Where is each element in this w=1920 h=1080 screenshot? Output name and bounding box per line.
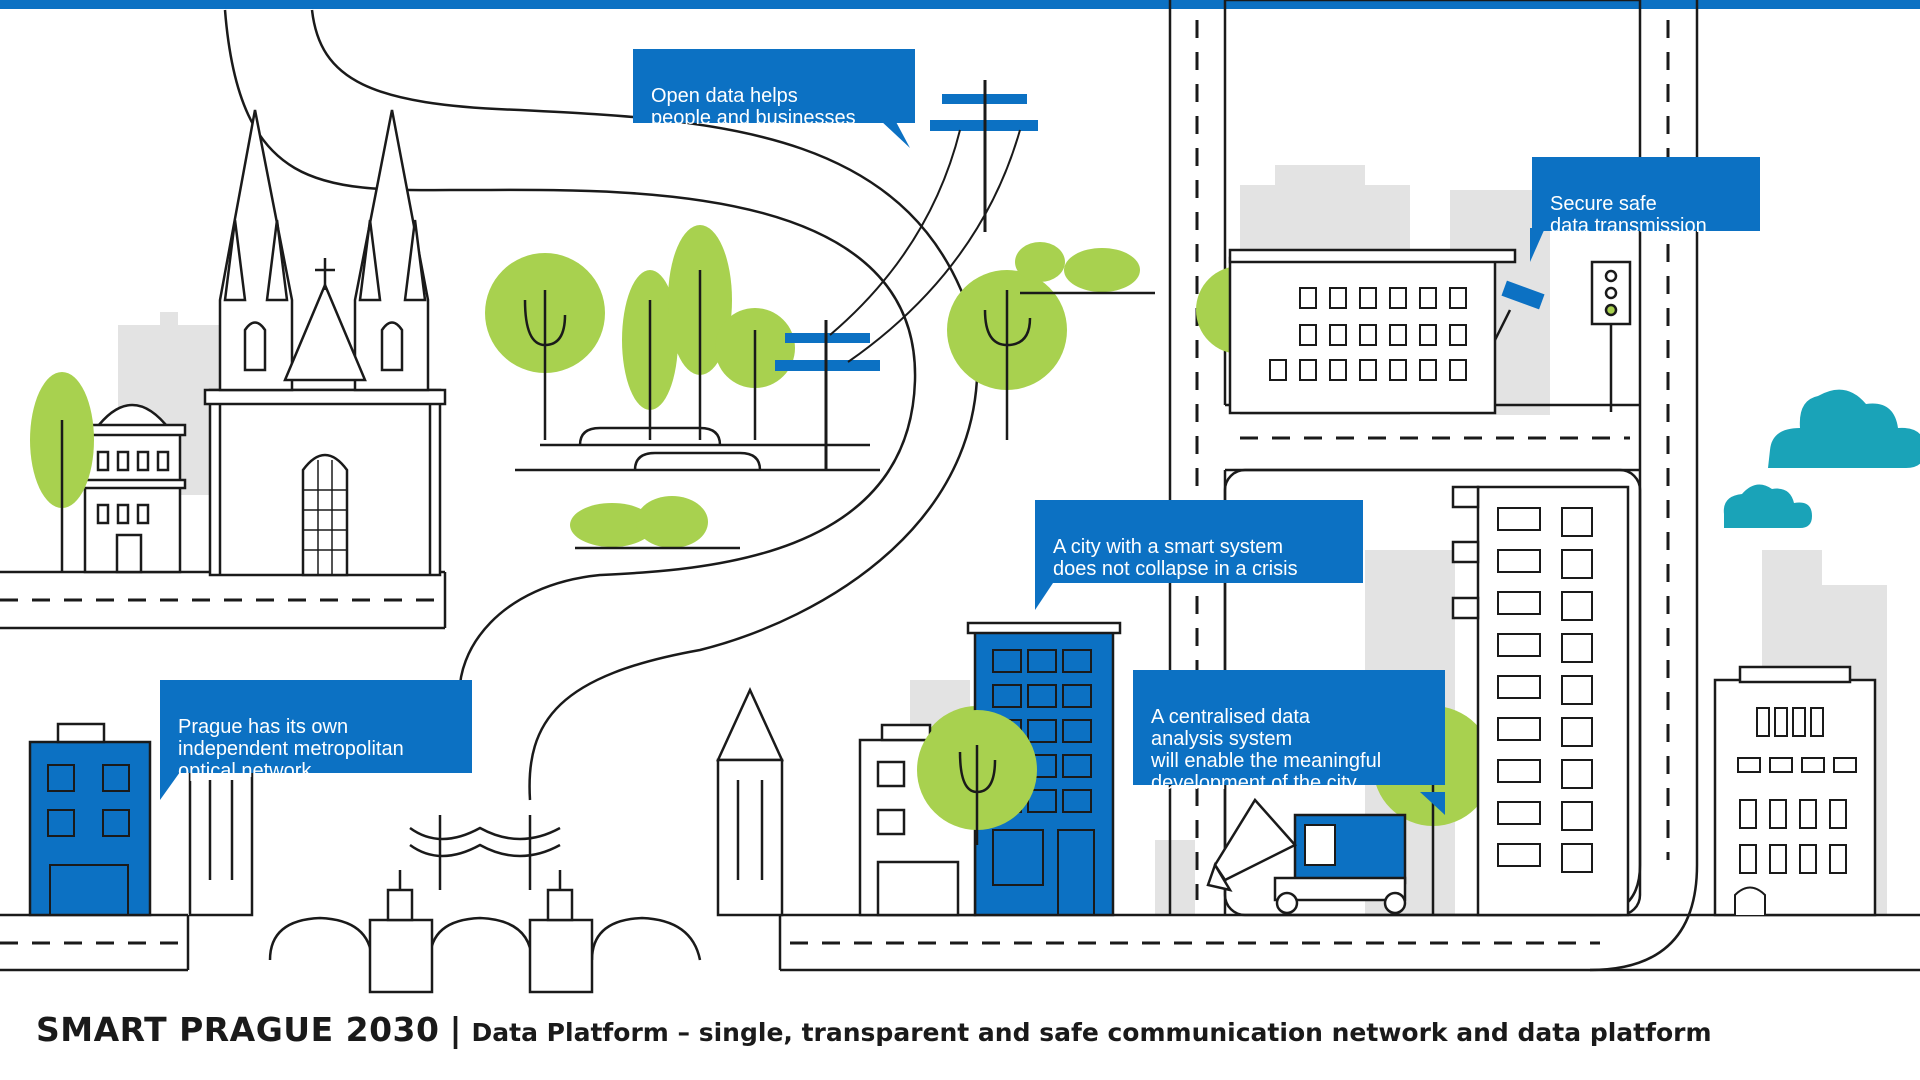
callout-optical-network: Prague has its own independent metropoli…	[160, 680, 472, 782]
power-pole-icon	[775, 80, 1038, 470]
callout-secure-transmission: Secure safe data transmission	[1532, 157, 1760, 237]
callout-text: A city with a smart system does not coll…	[1053, 536, 1298, 580]
cathedral	[203, 109, 447, 577]
footer-separator: |	[449, 1010, 462, 1049]
callout-centralised-analysis: A centralised data analysis system will …	[1133, 670, 1445, 794]
historic-building	[1713, 665, 1877, 917]
blue-building	[28, 722, 152, 917]
apartment-block	[1451, 485, 1630, 917]
bridge-icon	[268, 815, 702, 994]
column-building	[188, 763, 254, 917]
footer-subtitle: Data Platform – single, transparent and …	[471, 1018, 1712, 1047]
callout-text: Open data helps people and businesses	[651, 85, 856, 129]
clouds-icon	[1723, 389, 1920, 528]
callout-text: Secure safe data transmission	[1550, 193, 1707, 237]
callout-pointers	[160, 120, 1545, 815]
footer: SMART PRAGUE 2030| Data Platform – single…	[36, 1010, 1712, 1054]
office-building	[1228, 248, 1517, 415]
callout-text: Prague has its own independent metropoli…	[178, 716, 404, 782]
callout-text: A centralised data analysis system will …	[1151, 706, 1382, 794]
excavator-icon	[1206, 797, 1407, 915]
top-bar	[0, 0, 1920, 9]
callout-open-data: Open data helps people and businesses	[633, 49, 915, 129]
footer-title: SMART PRAGUE 2030	[36, 1010, 440, 1049]
gothic-tower	[716, 686, 784, 917]
domed-building	[78, 403, 187, 574]
callout-smart-system: A city with a smart system does not coll…	[1035, 500, 1363, 583]
cctv-camera-icon	[1493, 280, 1545, 341]
traffic-light-icon	[1590, 260, 1632, 412]
